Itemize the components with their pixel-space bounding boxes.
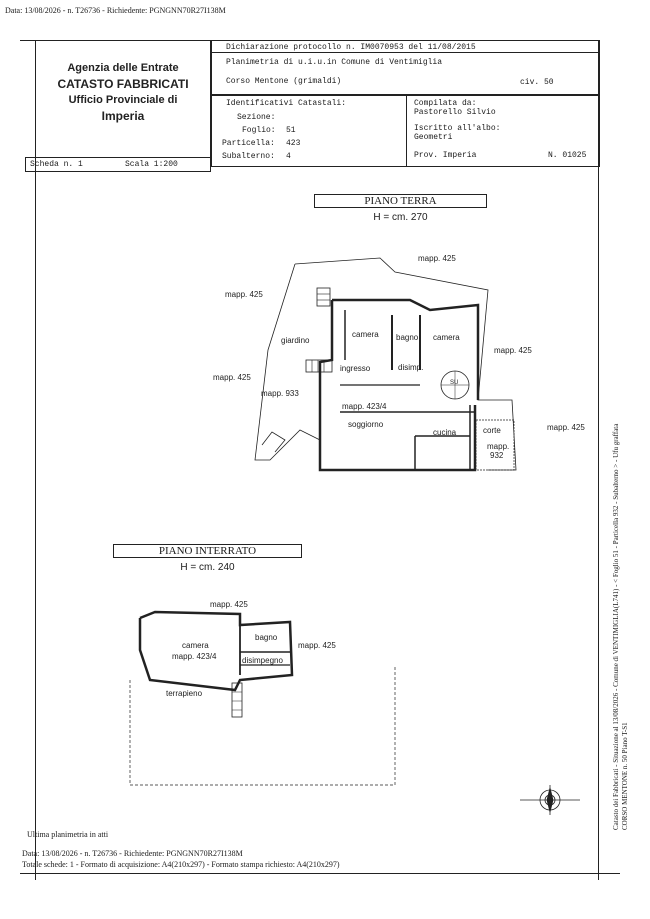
label-mapp-423-4: mapp. 423/4 xyxy=(342,402,387,411)
label-mapp-425: mapp. 425 xyxy=(418,254,456,263)
scheda-box xyxy=(25,157,211,172)
label-ingresso: ingresso xyxy=(340,364,371,373)
label-terrapieno: terrapieno xyxy=(166,689,203,698)
side-info-line: Catasto dei Fabbricati - Situazione al 1… xyxy=(612,423,620,830)
planimetria-title: Planimetria di u.i.u.in Comune di Ventim… xyxy=(226,58,443,67)
scala: Scala 1:200 xyxy=(125,160,178,169)
scheda-number: Scheda n. 1 xyxy=(30,160,83,169)
piano-terra-title: PIANO TERRA xyxy=(364,195,437,207)
sezione-label: Sezione: xyxy=(237,113,276,122)
piano-interrato-plan xyxy=(129,610,396,786)
iscritto-value: Geometri xyxy=(414,133,453,142)
label-mapp-423-4: mapp. 423/4 xyxy=(172,652,217,661)
label-corte: corte xyxy=(483,426,501,435)
label-bagno: bagno xyxy=(255,633,278,642)
piano-terra-plan xyxy=(254,257,517,472)
tick xyxy=(20,40,35,41)
house-wall xyxy=(318,300,477,472)
subalterno-label: Subalterno: xyxy=(222,152,275,161)
label-mapp-933: mapp. 933 xyxy=(261,389,299,398)
frame-bottom xyxy=(20,873,620,874)
label-soggiorno: soggiorno xyxy=(348,420,384,429)
piano-terra-title-box xyxy=(314,194,487,208)
house-wall xyxy=(332,298,480,400)
label-mapp-932: mapp. xyxy=(487,442,510,451)
label-mapp-425: mapp. 425 xyxy=(494,346,532,355)
footer-data-line: Data: 13/08/2026 - n. T26736 - Richieden… xyxy=(22,849,243,858)
identificativi-title: Identificativi Catastali: xyxy=(226,99,347,108)
piano-interrato-height: H = cm. 240 xyxy=(180,562,235,573)
label-mapp-425: mapp. 425 xyxy=(225,290,263,299)
label-camera: camera xyxy=(433,333,460,342)
label-mapp-425: mapp. 425 xyxy=(298,641,336,650)
ultima-planimetria: Ultima planimetria in atti xyxy=(27,830,109,839)
piano-interrato-title: PIANO INTERRATO xyxy=(158,545,257,557)
label-mapp-425: mapp. 425 xyxy=(547,423,585,432)
footer-totale-line: Totale schede: 1 - Formato di acquisizio… xyxy=(22,860,340,869)
frame-left xyxy=(35,40,36,880)
divider xyxy=(211,52,600,53)
foglio-label: Foglio: xyxy=(242,126,276,135)
stairs xyxy=(316,287,331,307)
stairs xyxy=(305,359,333,373)
dichiarazione: Dichiarazione protocollo n. IM0070953 de… xyxy=(226,43,476,52)
compilata-label: Compilata da: xyxy=(414,99,477,108)
property-boundary xyxy=(254,263,321,461)
corte-area xyxy=(475,419,515,471)
civico: civ. 50 xyxy=(520,78,554,87)
property-boundary xyxy=(294,257,517,471)
terrapieno-boundary xyxy=(129,665,396,786)
subalterno-value: 4 xyxy=(286,152,291,161)
particella-value: 423 xyxy=(286,139,301,148)
particella-label: Particella: xyxy=(222,139,275,148)
compilata-value: Pastorello Silvio xyxy=(414,108,496,117)
label-giardino: giardino xyxy=(281,336,310,345)
label-disimpegno: disimpegno xyxy=(242,656,283,665)
label-mapp-425: mapp. 425 xyxy=(213,373,251,382)
ufficio-label: Ufficio Provinciale di xyxy=(68,94,178,106)
label-camera: camera xyxy=(182,641,209,650)
numero-iscrizione: N. 01025 xyxy=(548,151,587,160)
declaration-box xyxy=(211,40,600,95)
stairs xyxy=(261,431,286,453)
house-wall xyxy=(138,610,294,692)
piano-terra-height: H = cm. 270 xyxy=(373,212,428,223)
label-bagno: bagno xyxy=(396,333,419,342)
agency-name: Agenzia delle Entrate xyxy=(67,62,179,74)
label-su: SU xyxy=(450,380,459,386)
stairs xyxy=(231,682,243,718)
catasto-title: CATASTO FABBRICATI xyxy=(57,77,189,91)
frame-right xyxy=(598,40,599,880)
label-disimp: disimp. xyxy=(398,363,424,372)
label-mapp-932-number: 932 xyxy=(490,451,504,460)
foglio-value: 51 xyxy=(286,126,296,135)
label-camera: camera xyxy=(352,330,379,339)
iscritto-label: Iscritto all'albo: xyxy=(414,124,501,133)
piano-interrato-title-box xyxy=(113,544,302,558)
label-cucina: cucina xyxy=(433,428,457,437)
compass-icon xyxy=(520,785,580,815)
top-info-line: Data: 13/08/2026 - n. T26736 - Richieden… xyxy=(5,6,226,15)
side-address-line: CORSO MENTONE n. 50 Piano T-S1 xyxy=(621,722,629,830)
address: Corso Mentone (grimaldi) xyxy=(226,77,342,86)
label-mapp-425: mapp. 425 xyxy=(210,600,248,609)
identificativi-box xyxy=(211,95,600,167)
divider xyxy=(406,95,407,167)
province-name: Imperia xyxy=(101,109,145,123)
provincia: Prov. Imperia xyxy=(414,151,477,160)
